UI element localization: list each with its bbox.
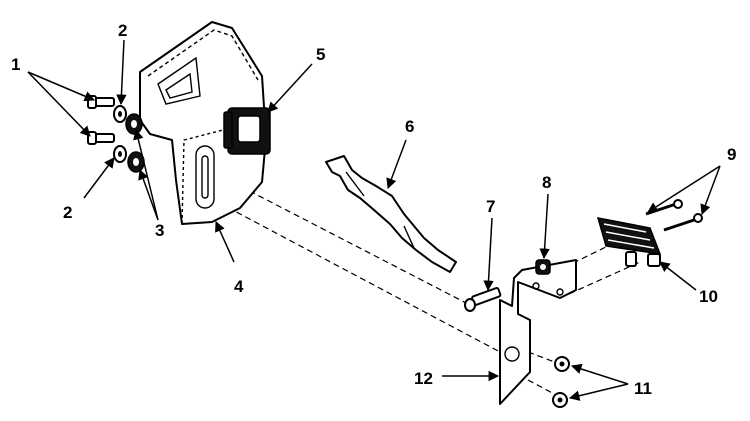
nut-part-8 [535,259,551,275]
callout-11: 11 [634,379,652,398]
callout-3: 3 [155,221,164,240]
grommets-part-3 [125,113,145,173]
callout-12: 12 [414,369,433,388]
callout-1: 1 [11,55,20,74]
switch-module-part-10 [596,217,662,267]
callout-4: 4 [234,277,244,296]
callout-2-top: 2 [118,21,127,40]
housing-cover [139,21,267,225]
leader-lines [27,39,721,401]
callout-5: 5 [316,45,325,64]
callout-8: 8 [542,173,551,192]
screws-part-1 [87,95,115,145]
callout-labels: 1 2 2 3 4 5 6 7 8 9 10 11 12 [11,21,736,398]
callout-10: 10 [699,287,718,306]
screws-part-9 [645,199,703,232]
callout-6: 6 [405,117,414,136]
mounting-bracket-part-12 [499,259,577,405]
callout-7: 7 [486,197,495,216]
pin-part-7 [464,287,502,312]
switch-component [223,107,271,155]
strap-part-6 [325,155,457,273]
callout-2-bottom: 2 [63,203,72,222]
washers-part-2 [113,105,127,163]
nuts-part-11 [552,356,570,408]
callout-9: 9 [727,145,736,164]
